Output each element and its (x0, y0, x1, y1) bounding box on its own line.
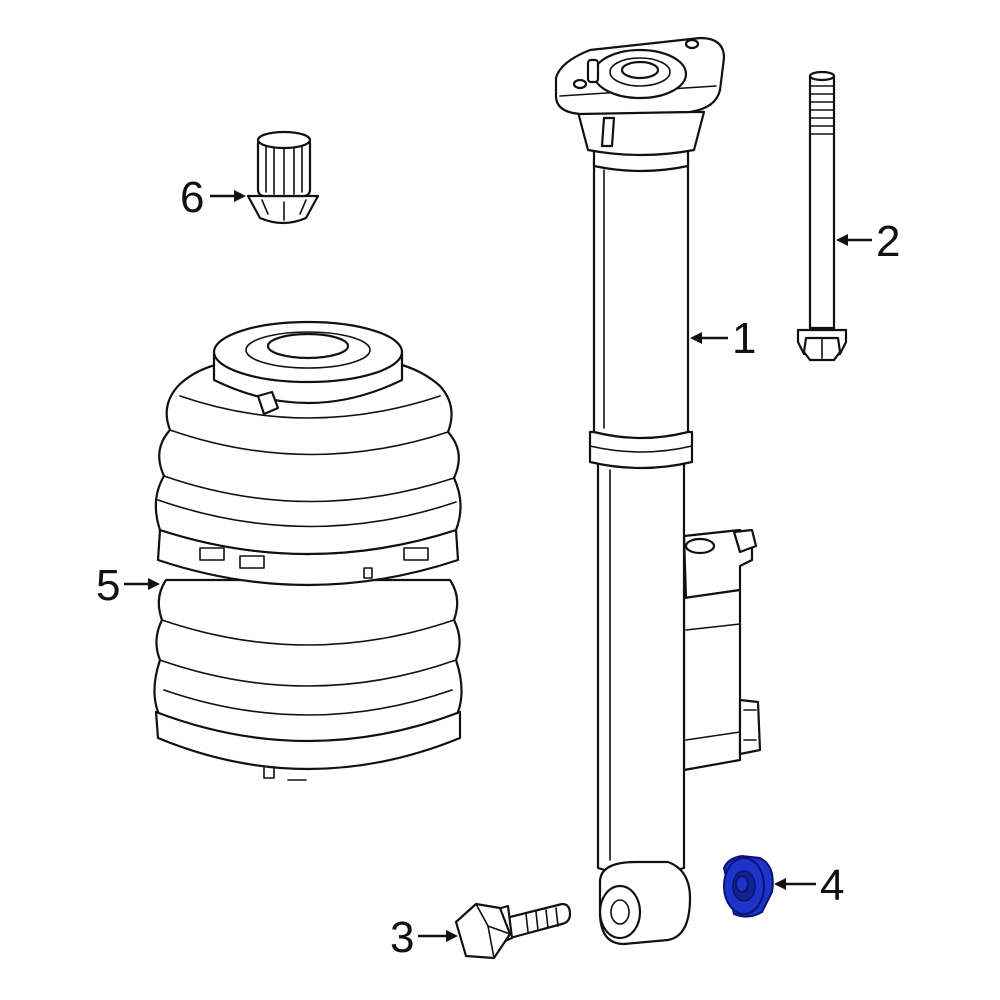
callout-4: 4 (774, 861, 844, 910)
callout-6: 6 (180, 173, 246, 222)
part-6-bump-stop (246, 130, 320, 225)
part-3-hex-bolt (454, 902, 572, 960)
callout-5-label: 5 (96, 561, 120, 610)
part-1-shock-absorber (554, 36, 762, 946)
callout-3: 3 (390, 913, 458, 962)
part-5-air-spring (153, 320, 463, 781)
callout-3-label: 3 (390, 913, 414, 962)
callout-6-label: 6 (180, 173, 204, 222)
callout-1: 1 (690, 314, 756, 363)
part-2-long-bolt (796, 70, 848, 362)
callout-1-label: 1 (732, 314, 756, 363)
callout-2: 2 (836, 217, 900, 266)
callout-4-label: 4 (820, 861, 844, 910)
callout-5: 5 (96, 561, 160, 610)
callout-2-label: 2 (876, 217, 900, 266)
part-4-nut-highlighted (722, 854, 774, 918)
